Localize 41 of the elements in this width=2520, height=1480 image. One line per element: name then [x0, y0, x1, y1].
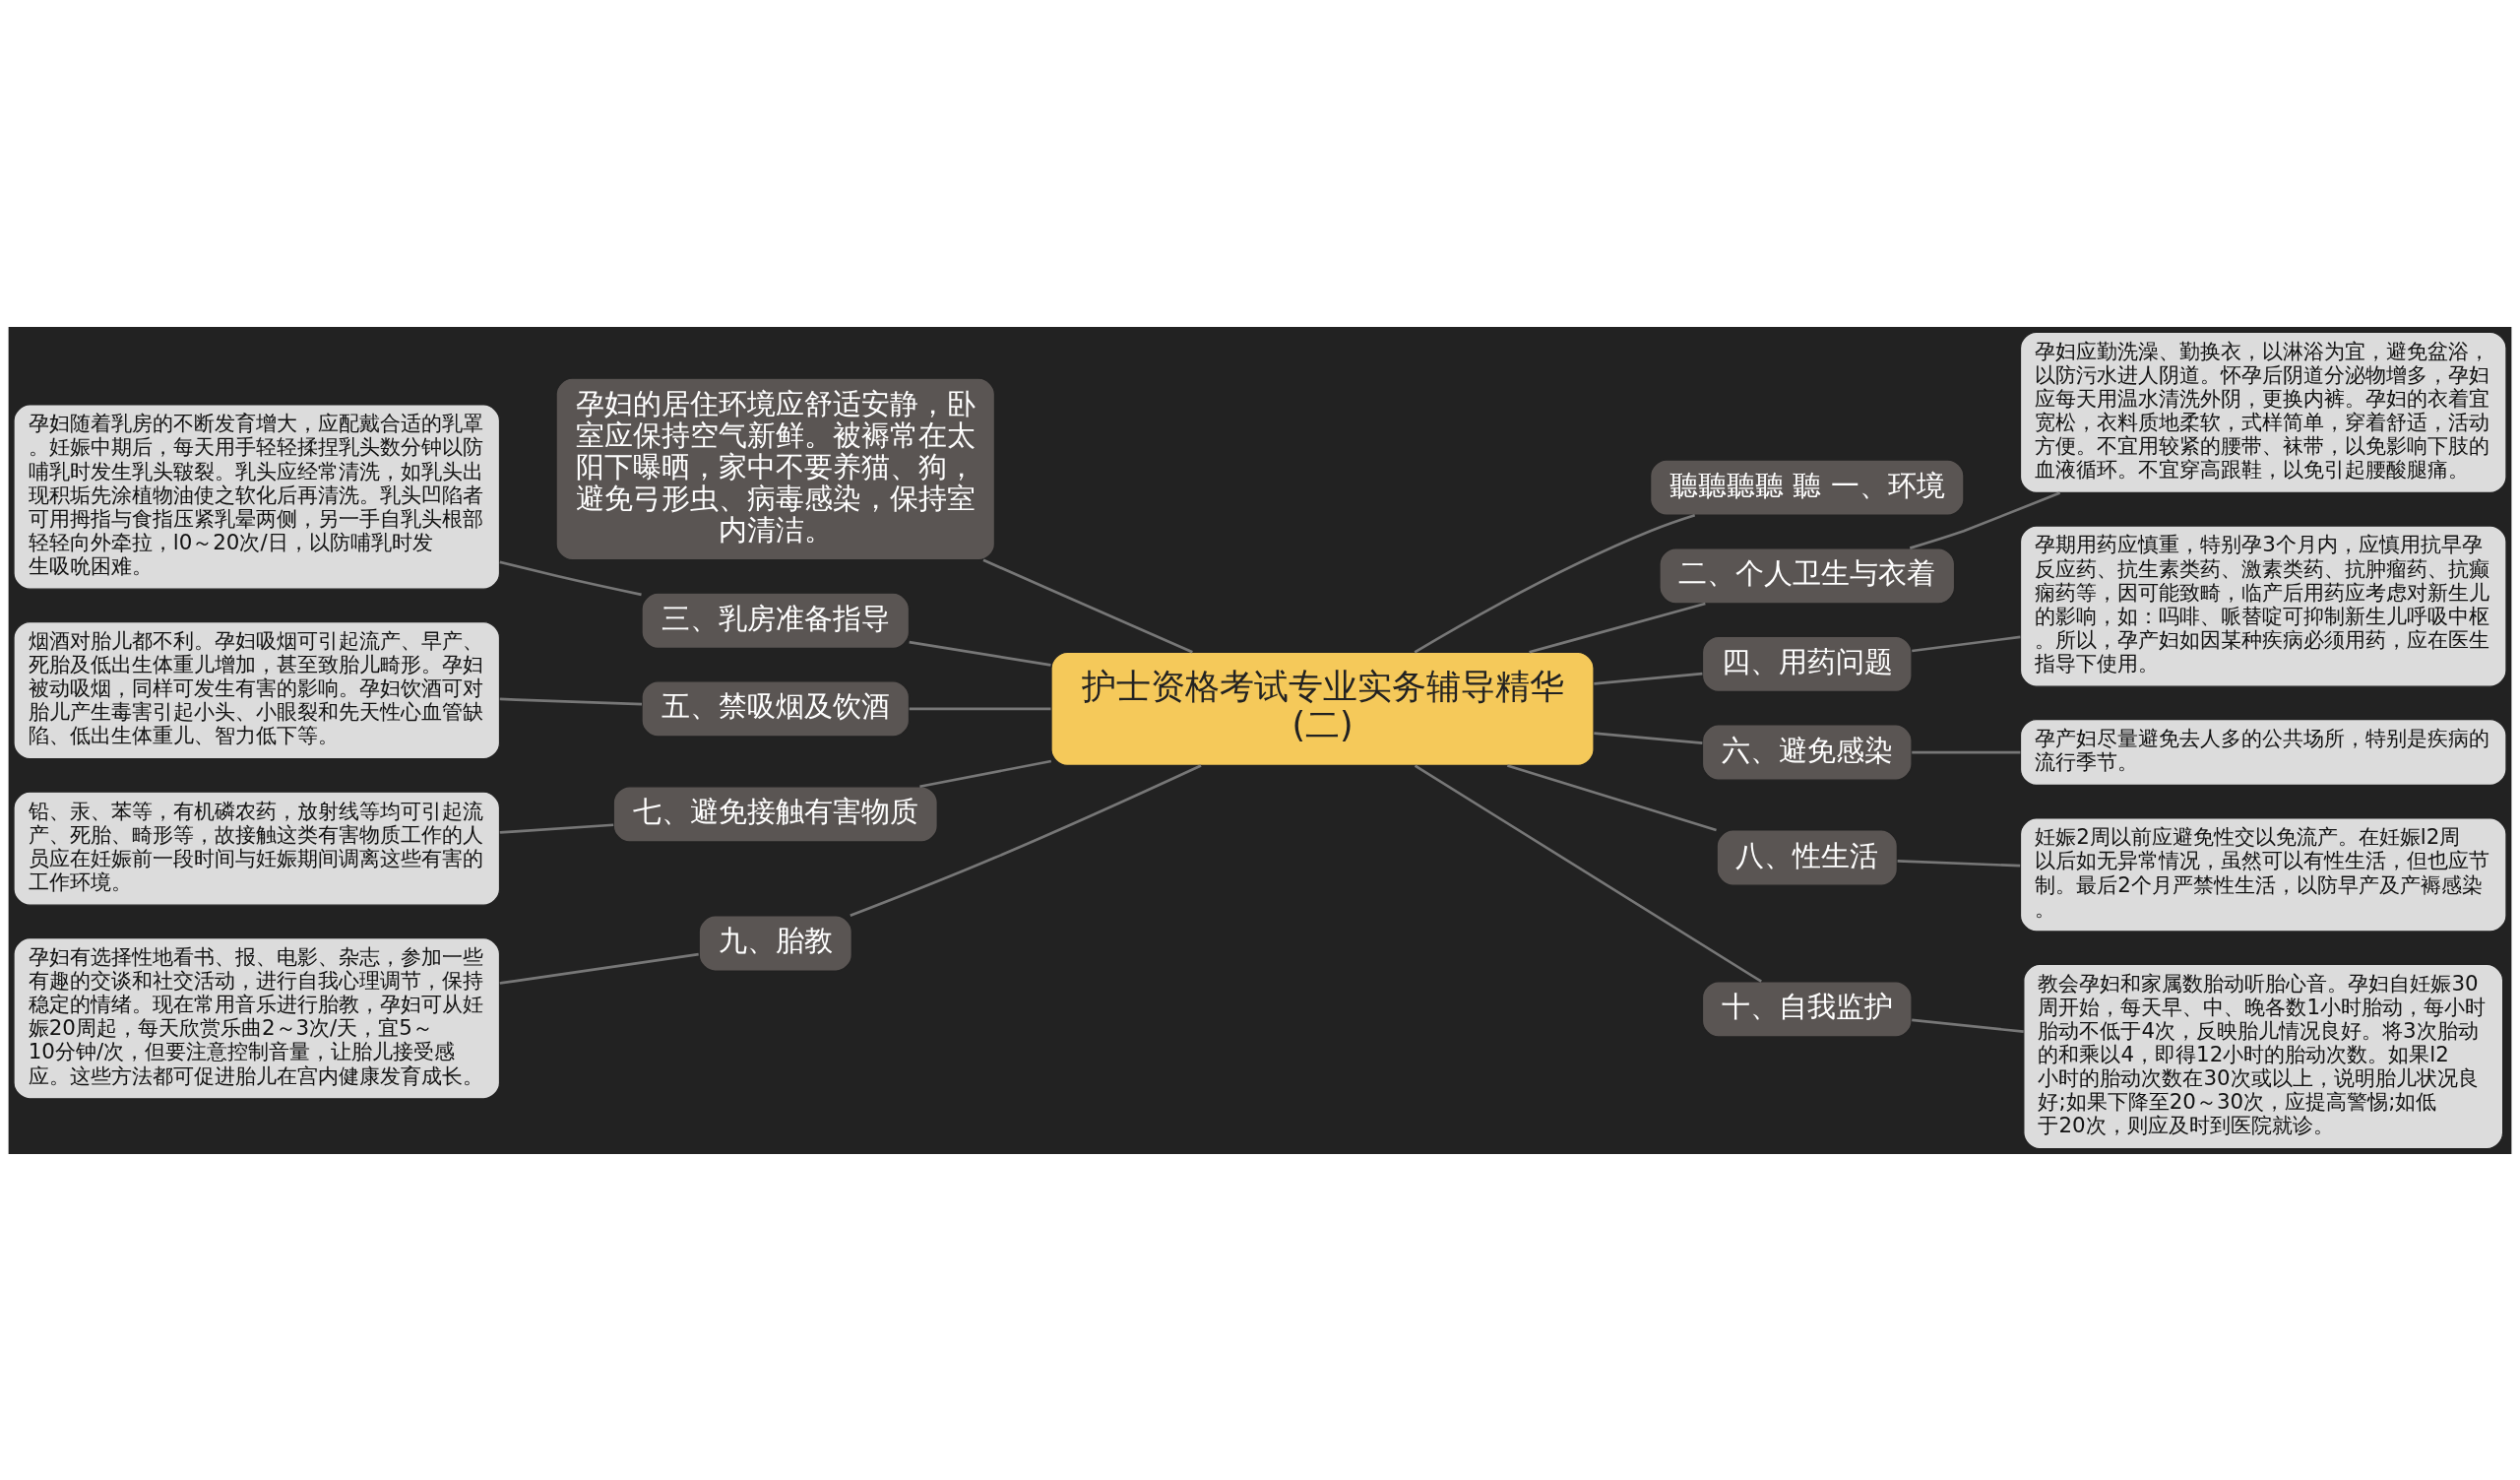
node-box: 二、个人卫生与衣着 — [1659, 547, 1956, 605]
connector — [909, 707, 1051, 710]
node-box: 九、胎教 — [698, 914, 852, 972]
connector — [1414, 763, 1762, 983]
node-box: 护士资格考试专业实务辅导精华(二) — [1050, 651, 1595, 766]
node-box: 孕妇随着乳房的不断发育增大，应配戴合适的乳罩。妊娠中期后，每天用手轻轻揉捏乳头数分钟以防哺乳时发生乳头皲裂。乳头应经常清洗，如乳头出现积垢先涂植物油使之软化后再清洗。乳头凹陷者可用拇指与食指压紧乳晕两侧，另一手自乳头根部轻轻向外牵拉，l0～20次/日，以防哺乳时发生吸吮困难。 — [13, 403, 501, 590]
node-box: 孕妇应勤洗澡、勤换衣，以淋浴为宜，避免盆浴，以防污水进人阴道。怀孕后阴道分泌物增多，孕妇应每天用温水清洗外阴，更换内裤。孕妇的衣着宜宽松，衣料质地柔软，式样简单，穿着舒适，活动方便。不宜用较紧的腰带、袜带，以免影响下肢的血液循环。不宜穿高跟鞋，以免引起腰酸腿痛。 — [2019, 331, 2507, 493]
connector — [919, 759, 1052, 788]
node-box: 教会孕妇和家属数胎动听胎心音。孕妇自妊娠30周开始，每天早、中、晚各数1小时胎动，每小时胎动不低于4次，反映胎儿情况良好。将3次胎动的和乘以4，即得12小时的胎动次数。如果l2小时的胎动次数在30次或以上，说明胎儿状况良好;如果下降至20～30次，应提高警惕;如低于20次，则应及时到医院就诊。 — [2023, 963, 2504, 1149]
node-box: 铅、汞、苯等，有机磷农药，放射线等均可引起流产、死胎、畸形等，故接触这类有害物质工作的人员应在妊娠前一段时间与妊娠期间调离这些有害的工作环境。 — [13, 791, 501, 906]
connector — [1529, 602, 1706, 654]
node-box: 妊娠2周以前应避免性交以免流产。在妊娠l2周以后如无异常情况，虽然可以有性生活，但也应节制。最后2个月严禁性生活，以防早产及产褥感染。 — [2019, 816, 2507, 933]
connector — [982, 558, 1193, 654]
node-box: 孕妇有选择性地看书、报、电影、杂志，参加一些有趣的交谈和社交活动，进行自我心理调节，保持稳定的情绪。现在常用音乐进行胎教，孕妇可从妊娠20周起，每天欣赏乐曲2～3次/天，宜5～10分钟/次，但要注意控制音量，让胎儿接受感应。这些方法都可促进胎儿在宫内健康发育成长。 — [13, 936, 501, 1099]
node-box: 七、避免接触有害物质 — [612, 785, 938, 843]
node-box: 聽聽聽聽 聽 一、环境 — [1649, 458, 1965, 516]
node-box: 四、用药问题 — [1701, 635, 1913, 692]
connector — [1912, 635, 2021, 652]
node-box: 三、乳房准备指导 — [641, 592, 911, 649]
connector — [1506, 763, 1717, 831]
node-box: 十、自我监护 — [1701, 980, 1913, 1038]
node-box: 孕期用药应慎重，特别孕3个月内，应慎用抗早孕反应药、抗生素类药、激素类药、抗肿瘤药、抗癫痫药等，因可能致畸，临产后用药应考虑对新生儿的影响，如：吗啡、哌替啶可抑制新生儿呼吸中枢。所以，孕产妇如因某种疾病必须用药，应在医生指导下使用。 — [2019, 524, 2507, 687]
connector — [850, 763, 1202, 917]
connector — [1909, 490, 2061, 549]
node-box: 八、性生活 — [1716, 828, 1899, 886]
connector — [1594, 731, 1703, 744]
node-box: 五、禁吸烟及饮酒 — [641, 679, 911, 738]
connector — [1912, 1018, 2024, 1033]
node-box: 孕产妇尽量避免去人多的公共场所，特别是疾病的流行季节。 — [2019, 718, 2507, 786]
node-box: 孕妇的居住环境应舒适安静，卧室应保持空气新鲜。被褥常在太阳下曝晒，家中不要养猫、狗，避免弓形虫、病毒感染，保持室内清洁。 — [555, 377, 996, 560]
connector — [1594, 672, 1703, 685]
connector — [499, 822, 614, 834]
node-box: 烟酒对胎儿都不利。孕妇吸烟可引起流产、早产、死胎及低出生体重儿增加，甚至致胎儿畸形。孕妇被动吸烟，同样可发生有害的影响。孕妇饮酒可对胎儿产生毒害引起小头、小眼裂和先天性心血管缺陷、低出生体重儿、智力低下等。 — [13, 620, 501, 759]
connector — [1897, 859, 2021, 867]
connector — [499, 952, 699, 985]
connector — [499, 560, 642, 596]
connector — [499, 697, 642, 705]
connector — [1912, 750, 2021, 753]
connector — [909, 640, 1051, 667]
connector — [1414, 513, 1696, 653]
node-box: 六、避免感染 — [1701, 723, 1913, 781]
